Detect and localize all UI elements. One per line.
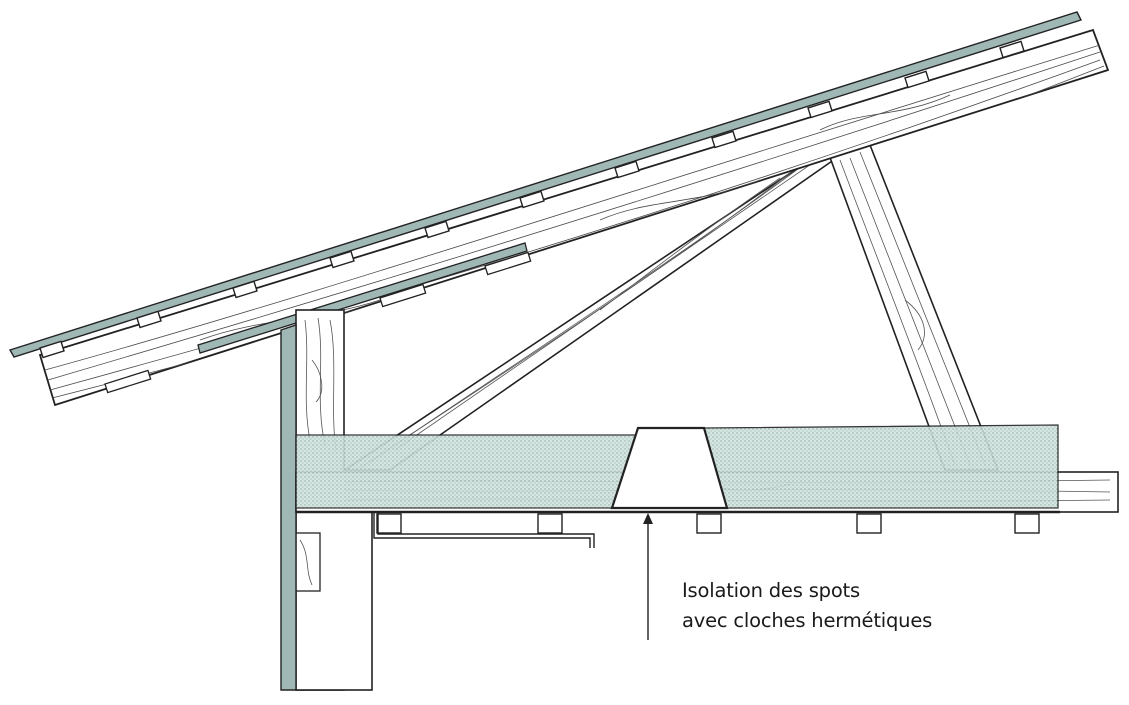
- airtight-cover: [610, 426, 729, 510]
- annotation-line-1: Isolation des spots: [682, 579, 860, 602]
- roof-battens: [39, 40, 1025, 359]
- annotation-line-2: avec cloches hermétiques: [682, 609, 933, 632]
- annotation-label: Isolation des spots avec cloches herméti…: [682, 576, 1062, 636]
- roof-covering: [8, 11, 1082, 358]
- ceiling-battens: [376, 513, 1040, 534]
- vertical-strut: [826, 139, 1000, 471]
- ceiling-insulation: [295, 424, 1059, 509]
- wall-small-block: [295, 532, 321, 592]
- wall-flashing: [280, 324, 297, 691]
- soffit-boards: [104, 251, 532, 394]
- rafter-flashing: [197, 242, 528, 354]
- pointer-arrow: [643, 513, 653, 640]
- eaves-trim: [373, 512, 595, 548]
